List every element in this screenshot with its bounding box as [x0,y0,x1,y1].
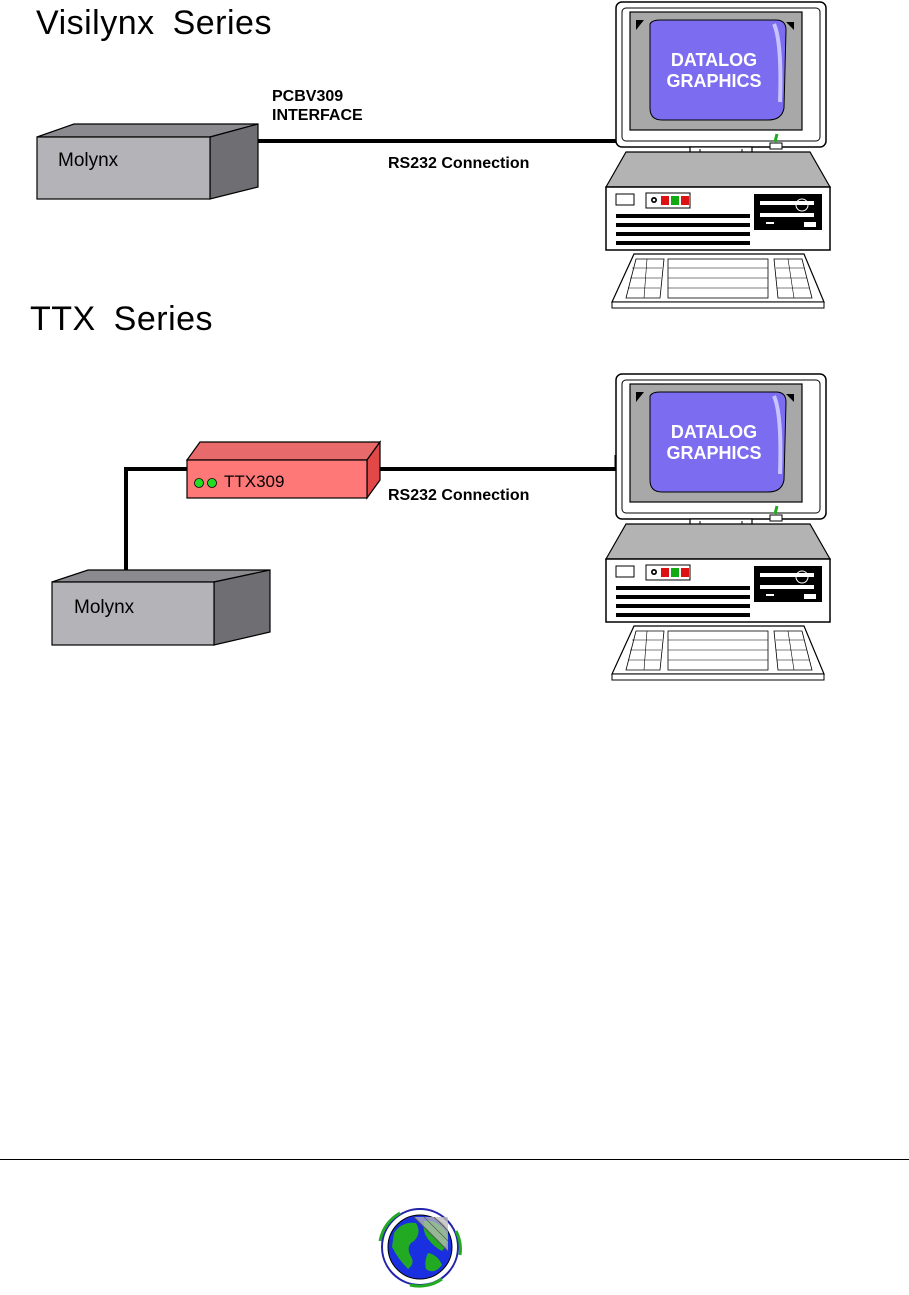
molynx-box-2 [51,569,271,646]
screen-text-line2: GRAPHICS [666,443,762,463]
screen-text-line2: GRAPHICS [666,71,762,91]
section-title-ttx: TTX Series [30,300,214,338]
section-title-visilynx: Visilynx Series [36,4,272,42]
led-icon [207,478,217,488]
screen-text-line1: DATALOG [670,50,758,70]
molynx-box-1 [36,123,259,200]
ttx309-label: TTX309 [224,472,285,491]
connection-label: RS232 Connection [388,155,530,172]
molynx-ttx-cable [124,467,187,572]
connection-label: RS232 Connection [388,487,530,504]
ttx309-unit [185,440,382,500]
interface-label-line2: INTERFACE [272,107,363,124]
interface-label-line1: PCBV309 [272,88,344,105]
molynx-label: Molynx [74,597,135,618]
footer-divider [0,1159,909,1160]
screen-text-line1: DATALOG [670,422,758,442]
pc-workstation-2 [604,372,832,682]
led-icon [194,478,204,488]
pc-workstation-1 [604,0,832,310]
molynx-label: Molynx [58,150,119,171]
globe-logo-icon [378,1208,462,1288]
